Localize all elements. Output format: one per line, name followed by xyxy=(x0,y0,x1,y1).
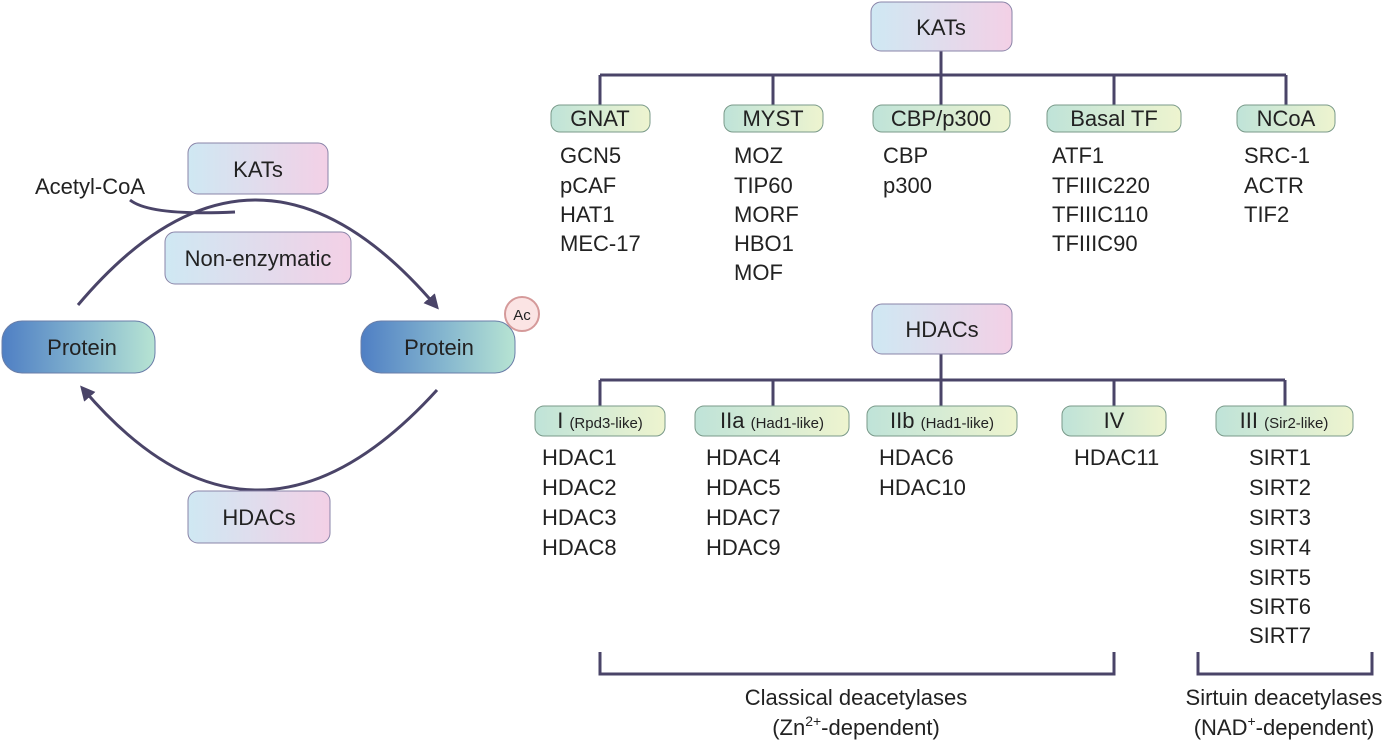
kats-root-box: KATs xyxy=(870,1,1013,52)
sirtuin-bracket: Sirtuin deacetylases (NAD+-dependent) xyxy=(1186,652,1383,740)
member: ACTR xyxy=(1244,173,1304,198)
member: TFIIIC220 xyxy=(1052,173,1150,198)
class-name: IIa (Had1-like) xyxy=(720,408,824,433)
member: CBP xyxy=(883,143,928,168)
member: HDAC1 xyxy=(542,445,617,470)
member: SRC-1 xyxy=(1244,143,1310,168)
sirtuin-label-line1: Sirtuin deacetylases xyxy=(1186,685,1383,710)
family-name: MYST xyxy=(742,106,803,131)
member: MORF xyxy=(734,202,799,227)
class-iii: III (Sir2-like) SIRT1 SIRT2 SIRT3 SIRT4 … xyxy=(1215,405,1354,648)
member: TIF2 xyxy=(1244,202,1289,227)
classical-bracket: Classical deacetylases (Zn2+-dependent) xyxy=(598,652,1116,740)
class-i: I (Rpd3-like) HDAC1 HDAC2 HDAC3 HDAC8 xyxy=(534,405,666,560)
member: HDAC8 xyxy=(542,535,617,560)
hdacs-root-box: HDACs xyxy=(871,303,1013,355)
member: HDAC5 xyxy=(706,475,781,500)
member: SIRT5 xyxy=(1249,565,1311,590)
classical-label-line1: Classical deacetylases xyxy=(745,685,968,710)
family-gnat: GNAT GCN5 pCAF HAT1 MEC-17 xyxy=(550,104,651,256)
hdacs-tree: HDACs I (Rpd3-like) HDAC1 HDAC2 HDAC3 HD… xyxy=(534,303,1354,648)
class-name: I (Rpd3-like) xyxy=(557,408,643,433)
acetylation-cycle: Acetyl-CoA KATs Non-enzymatic HDACs Prot… xyxy=(1,142,540,544)
acetyl-coa-feed-line xyxy=(129,198,236,215)
class-iib: IIb (Had1-like) HDAC6 HDAC10 xyxy=(866,405,1018,500)
non-enzymatic-box: Non-enzymatic xyxy=(164,231,352,285)
family-name: CBP/p300 xyxy=(891,106,991,131)
family-name: NCoA xyxy=(1257,106,1316,131)
kats-root-label: KATs xyxy=(916,15,966,40)
acetyl-badge-label: Ac xyxy=(513,307,531,324)
member: TIP60 xyxy=(734,173,793,198)
deacetylation-arrow xyxy=(80,385,439,492)
acetylation-arrow xyxy=(76,198,439,310)
family-ncoa: NCoA SRC-1 ACTR TIF2 xyxy=(1236,104,1336,227)
member: SIRT1 xyxy=(1249,445,1311,470)
family-name: Basal TF xyxy=(1070,106,1158,131)
family-basal-tf: Basal TF ATF1 TFIIIC220 TFIIIC110 TFIIIC… xyxy=(1046,104,1182,256)
member: p300 xyxy=(883,173,932,198)
family-name: GNAT xyxy=(570,106,629,131)
cycle-hdacs-box: HDACs xyxy=(187,490,331,544)
member: HDAC7 xyxy=(706,505,781,530)
member: MOF xyxy=(734,260,783,285)
member: SIRT2 xyxy=(1249,475,1311,500)
protein-left-label: Protein xyxy=(47,335,117,360)
kats-tree: KATs GNAT GCN5 pCAF HAT1 MEC-17 MYST MOZ… xyxy=(550,1,1336,285)
family-cbp-p300: CBP/p300 CBP p300 xyxy=(872,104,1011,198)
member: TFIIIC90 xyxy=(1052,231,1138,256)
acetyl-badge: Ac xyxy=(504,296,540,332)
member: ATF1 xyxy=(1052,143,1104,168)
protein-left: Protein xyxy=(1,320,156,374)
member: SIRT3 xyxy=(1249,505,1311,530)
class-name: III (Sir2-like) xyxy=(1240,408,1329,433)
family-myst: MYST MOZ TIP60 MORF HBO1 MOF xyxy=(723,104,824,285)
protein-right: Protein xyxy=(360,320,516,374)
member: SIRT6 xyxy=(1249,594,1311,619)
class-iv: IV HDAC11 xyxy=(1061,405,1167,470)
acetyl-coa-label: Acetyl-CoA xyxy=(35,174,145,199)
member: GCN5 xyxy=(560,143,621,168)
class-name: IIb (Had1-like) xyxy=(890,408,994,433)
member: SIRT4 xyxy=(1249,535,1311,560)
class-iia: IIa (Had1-like) HDAC4 HDAC5 HDAC7 HDAC9 xyxy=(694,405,850,560)
class-name: IV xyxy=(1104,408,1125,433)
member: HDAC3 xyxy=(542,505,617,530)
member: HDAC6 xyxy=(879,445,954,470)
member: HDAC4 xyxy=(706,445,781,470)
classical-label-line2: (Zn2+-dependent) xyxy=(772,713,940,740)
member: SIRT7 xyxy=(1249,623,1311,648)
member: HDAC2 xyxy=(542,475,617,500)
cycle-kats-label: KATs xyxy=(233,157,283,182)
hdacs-root-label: HDACs xyxy=(905,317,978,342)
non-enzymatic-label: Non-enzymatic xyxy=(185,246,332,271)
member: HDAC9 xyxy=(706,535,781,560)
protein-right-label: Protein xyxy=(404,335,474,360)
member: MOZ xyxy=(734,143,783,168)
member: HAT1 xyxy=(560,202,615,227)
member: HDAC11 xyxy=(1074,445,1159,470)
sirtuin-label-line2: (NAD+-dependent) xyxy=(1194,713,1375,740)
member: pCAF xyxy=(560,173,616,198)
cycle-hdacs-label: HDACs xyxy=(222,505,295,530)
member: HBO1 xyxy=(734,231,794,256)
member: TFIIIC110 xyxy=(1052,202,1148,227)
member: HDAC10 xyxy=(879,475,966,500)
cycle-kats-box: KATs xyxy=(187,142,329,195)
member: MEC-17 xyxy=(560,231,641,256)
